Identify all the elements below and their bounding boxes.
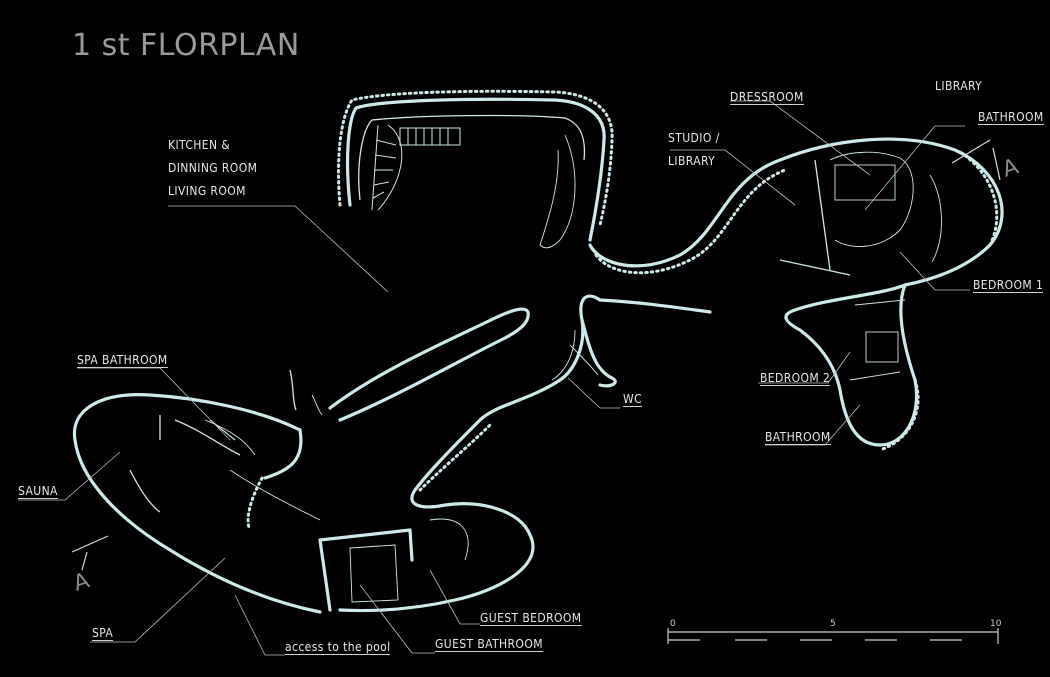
label-bathroom-top: BATHROOM	[978, 110, 1044, 125]
kitchen-wing	[337, 89, 614, 249]
label-guest-bedroom: GUEST BEDROOM	[480, 611, 582, 626]
label-studio: STUDIO / LIBRARY	[668, 131, 720, 168]
label-wc: WC	[623, 392, 643, 407]
label-spa-bathroom: SPA BATHROOM	[77, 353, 168, 368]
page-title: 1 st FLORPLAN	[72, 28, 300, 63]
scale-zero: 0	[670, 619, 676, 629]
label-guest-bathroom: GUEST BATHROOM	[435, 637, 543, 652]
scale-five: 5	[830, 619, 836, 629]
label-bedroom-2: BEDROOM 2	[760, 371, 831, 386]
label-kitchen: KITCHEN & DINNING ROOM LIVING ROOM	[168, 138, 258, 198]
label-dressroom: DRESSROOM	[730, 90, 804, 105]
scale-bar	[667, 628, 999, 644]
upper-corridor	[588, 137, 1004, 452]
spa-wing	[72, 393, 469, 614]
section-arrows	[71, 139, 1001, 571]
label-bathroom-mid: BATHROOM	[765, 430, 831, 445]
central-corridor	[289, 294, 712, 613]
label-access-pool: access to the pool	[285, 640, 391, 655]
scale-ten: 10	[990, 619, 1002, 629]
leader-lines	[18, 100, 970, 656]
label-sauna: SAUNA	[18, 484, 58, 499]
label-bedroom-1: BEDROOM 1	[973, 278, 1044, 293]
label-library: LIBRARY	[935, 79, 983, 93]
stair-treads	[371, 124, 461, 211]
label-spa: SPA	[92, 626, 114, 641]
